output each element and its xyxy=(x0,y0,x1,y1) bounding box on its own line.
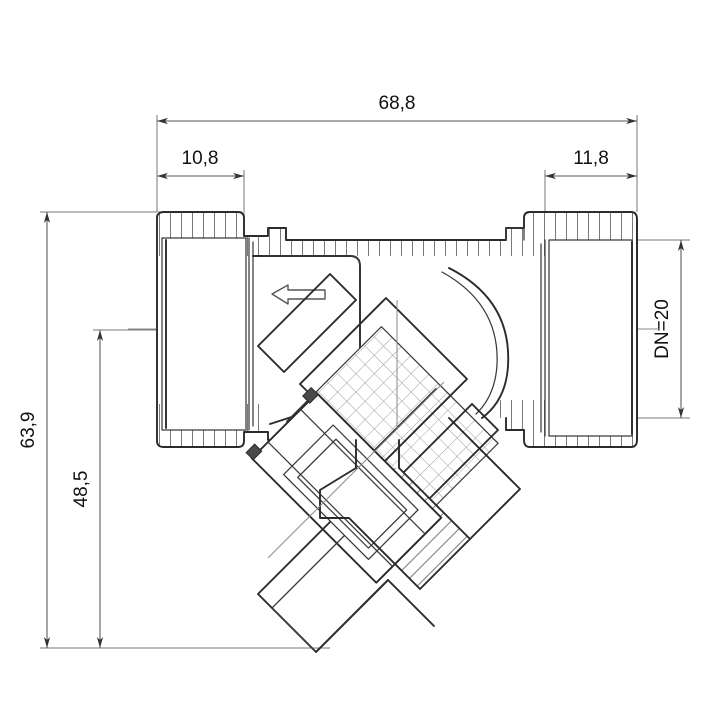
drain-branch-contour xyxy=(319,439,471,590)
cage-rim-upper xyxy=(257,273,357,373)
left-threaded-port xyxy=(161,237,254,431)
flow-direction-arrow xyxy=(271,284,326,305)
dim-label-left-thread: 10,8 xyxy=(182,148,219,169)
cap-outer-face-inner xyxy=(271,535,345,653)
dim-label-overall-length: 68,8 xyxy=(379,93,416,114)
dim-label-right-thread: 11,8 xyxy=(573,148,609,169)
body-outer-contour-top xyxy=(156,211,638,448)
body-outer-contour-bottom-left xyxy=(156,431,357,469)
seat-arc-inner xyxy=(441,271,498,415)
right-threaded-port xyxy=(505,227,633,437)
cap-end-vertex xyxy=(315,579,435,653)
seat-arc xyxy=(448,267,510,419)
dim-label-nominal-diameter: DN=20 xyxy=(652,299,673,359)
dim-label-overall-height: 63,9 xyxy=(18,412,39,449)
dim-label-body-height: 48,5 xyxy=(71,471,92,508)
inlet-chamber-fillet xyxy=(261,255,361,267)
drain-centerline xyxy=(267,381,445,559)
top-dimensions: 68,8 10,8 11,8 xyxy=(156,93,638,218)
right-port-shoulder xyxy=(505,227,525,241)
right-dimensions: DN=20 xyxy=(637,239,690,419)
drain-branch-right-wall xyxy=(448,417,521,540)
